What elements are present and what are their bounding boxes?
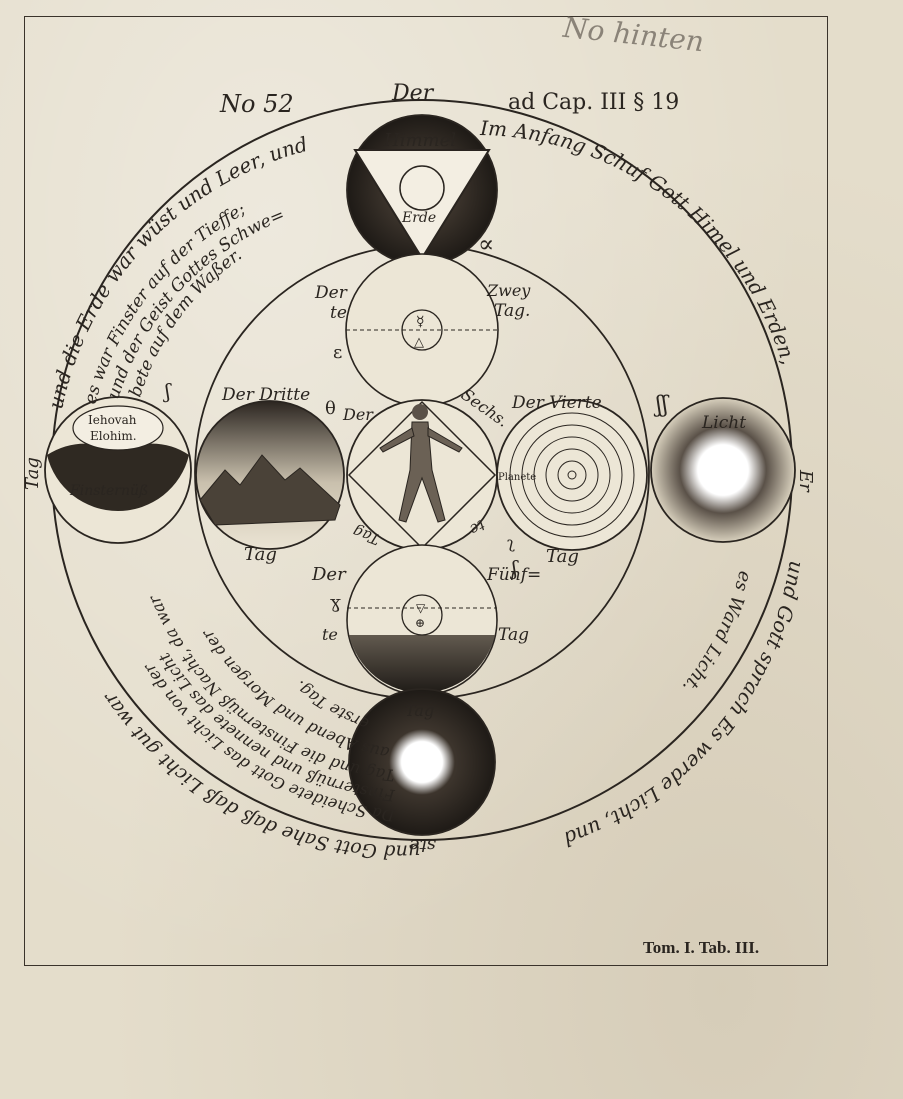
darkness-top: Iehovah [88, 413, 137, 427]
first-day-top: Tag [405, 701, 434, 720]
top-label: Der [391, 81, 435, 106]
water-triangle-icon: ▽ [416, 601, 426, 615]
ring-text-left-outer: und die Erde war wüst und Leer, und [43, 132, 310, 411]
plate-reference: Tom. I. Tab. III. [643, 938, 760, 957]
plate-frame [24, 16, 828, 966]
sixth-day-left: Der [342, 405, 374, 424]
light-circle [650, 397, 796, 543]
planet-label: Planete [498, 472, 536, 483]
mercury-icon: ☿ [416, 314, 425, 330]
heaven-earth-circle [346, 114, 498, 266]
third-day-side-glyph: θ [325, 398, 336, 419]
fifth-day-left-top: Der [311, 564, 347, 585]
second-day-right-bottom: Tag. [494, 301, 530, 321]
fifth-day-left-bottom: te [322, 625, 338, 644]
second-day-left-top: Der [314, 283, 348, 303]
ring-text-right: Im Anfang Schuf Gott Himel und Erden, [479, 116, 801, 367]
fifth-day-right-bottom: Tag [498, 625, 529, 645]
ring-text-bottom-side: ste [409, 835, 436, 856]
light-side-glyph: ʃʃ [653, 393, 670, 418]
earth-symbol-icon: ⊕ [415, 616, 425, 630]
second-day-right-top: Zwey [486, 281, 531, 300]
fourth-day-circle [496, 399, 648, 551]
first-day-side-glyph: ʃ [510, 556, 519, 580]
alchemy-symbol: ∝ [478, 230, 494, 258]
earth-label: Erde [401, 210, 436, 226]
first-day-circle [348, 688, 496, 836]
fifth-day-side-glyph: ɣ [330, 592, 341, 613]
fourth-day-top: Der Vierte [511, 393, 602, 413]
third-day-bottom: Tag [244, 544, 277, 565]
light-top: Licht [701, 413, 746, 433]
ring-text-lower-right: und Gott sprach Es werde Licht, und [560, 559, 808, 851]
darkness-circle [44, 396, 192, 544]
fifth-day-right-top: Fünf= [486, 565, 541, 585]
second-day-side-glyph: ε [333, 342, 342, 363]
chapter-reference: ad Cap. III § 19 [508, 90, 680, 115]
fifth-day-circle [346, 544, 498, 696]
fourth-day-bottom: Tag [546, 546, 579, 567]
heaven-label: Himmel [383, 130, 456, 151]
plate-number: No 52 [220, 90, 294, 118]
ring-text-lower-right2: es Ward Licht. [678, 569, 756, 697]
second-day-left-bottom: te [330, 303, 347, 323]
darkness-side-glyph: ʃ [163, 379, 172, 403]
fire-triangle-icon: △ [414, 335, 424, 350]
third-day-circle [195, 400, 345, 550]
fourth-day-side-glyph: ʅ [507, 533, 515, 552]
third-day-top: Der Dritte [221, 385, 310, 405]
ring-text-left-side: Tag [22, 457, 43, 490]
darkness-middle: Elohim. [90, 429, 137, 443]
darkness-bottom: Finsternüß [69, 483, 148, 499]
ring-text-right-side: Er [795, 469, 816, 493]
second-day-circle [345, 253, 499, 407]
